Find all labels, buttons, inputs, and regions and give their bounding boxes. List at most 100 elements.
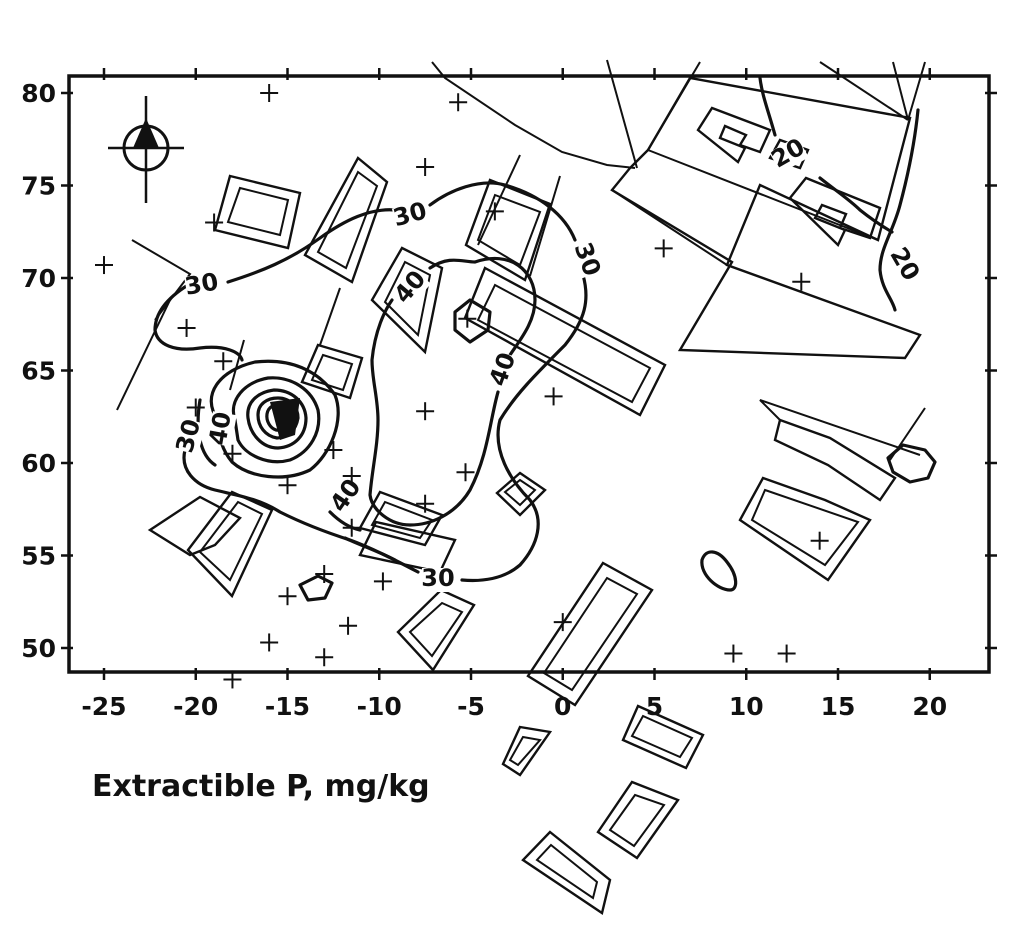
sample-point-marker bbox=[544, 387, 563, 406]
contour-value-label: 30 bbox=[569, 239, 607, 280]
building-inner bbox=[542, 576, 639, 692]
building bbox=[147, 495, 242, 557]
sample-point-marker bbox=[792, 272, 811, 291]
wall-line bbox=[431, 61, 636, 169]
sample-point-marker bbox=[449, 93, 468, 112]
contour-30 bbox=[153, 283, 244, 362]
x-tick-label: 20 bbox=[912, 692, 947, 721]
svg-text:30: 30 bbox=[421, 564, 454, 592]
building-inner bbox=[630, 714, 694, 759]
building-inner bbox=[535, 843, 599, 900]
contour-closed bbox=[298, 574, 334, 602]
fret-motif bbox=[788, 176, 882, 248]
sample-point-marker bbox=[342, 466, 361, 485]
wall-line bbox=[606, 59, 638, 169]
y-tick-label: 65 bbox=[21, 357, 56, 386]
building bbox=[396, 588, 476, 672]
wall-line bbox=[116, 299, 171, 411]
wall-line bbox=[477, 154, 521, 246]
wall-line bbox=[759, 399, 921, 456]
sample-point-marker bbox=[260, 84, 279, 102]
sample-point-marker bbox=[553, 613, 572, 632]
sample-point-marker bbox=[810, 531, 829, 550]
sample-point-marker bbox=[214, 352, 233, 371]
wall-line bbox=[892, 61, 909, 121]
contour-40 bbox=[368, 256, 537, 527]
svg-text:30: 30 bbox=[569, 239, 607, 280]
x-tick-label: -10 bbox=[357, 692, 402, 721]
building-inner bbox=[310, 353, 354, 392]
sample-point-marker bbox=[485, 202, 504, 221]
building-inner bbox=[316, 170, 379, 270]
building bbox=[464, 178, 552, 282]
sample-point-marker bbox=[724, 644, 743, 663]
building bbox=[463, 266, 667, 417]
x-tick-label: -15 bbox=[265, 692, 310, 721]
building bbox=[621, 704, 705, 770]
svg-text:20: 20 bbox=[884, 243, 925, 286]
sample-point-marker bbox=[278, 587, 297, 606]
contour-value-label: 40 bbox=[203, 410, 236, 448]
sample-point-marker bbox=[95, 256, 113, 275]
contour-40 bbox=[328, 510, 397, 562]
contour-value-label: 20 bbox=[767, 133, 810, 174]
building bbox=[773, 418, 897, 502]
building bbox=[738, 476, 872, 582]
building-inner bbox=[476, 193, 542, 267]
peak-center bbox=[270, 398, 300, 440]
y-tick-label: 80 bbox=[21, 79, 56, 108]
svg-text:30: 30 bbox=[183, 267, 221, 300]
building-inner bbox=[508, 735, 542, 767]
compass-rose-icon bbox=[108, 96, 184, 203]
svg-text:30: 30 bbox=[390, 196, 430, 232]
x-tick-label: 10 bbox=[729, 692, 764, 721]
wall-line bbox=[819, 61, 909, 121]
x-tick-label: -20 bbox=[173, 692, 218, 721]
sample-point-marker bbox=[654, 239, 673, 258]
contour-value-label: 30 bbox=[421, 564, 455, 592]
contour-value-label: 30 bbox=[170, 416, 206, 456]
building bbox=[303, 156, 389, 284]
contour-peak bbox=[246, 388, 308, 450]
contour-30 bbox=[182, 181, 588, 583]
building bbox=[213, 174, 302, 250]
building bbox=[596, 780, 680, 860]
sample-point-marker bbox=[416, 402, 435, 421]
contour-value-label: 30 bbox=[390, 196, 430, 232]
sample-point-marker bbox=[416, 158, 435, 176]
sample-point-marker bbox=[186, 398, 205, 417]
sample-point-marker bbox=[458, 309, 477, 328]
contour-closed bbox=[886, 443, 937, 484]
contour-value-label: 30 bbox=[183, 267, 221, 300]
sample-point-marker bbox=[416, 494, 435, 513]
contour-20 bbox=[878, 108, 920, 312]
building bbox=[495, 471, 547, 517]
contour-closed bbox=[453, 298, 492, 344]
sample-point-marker bbox=[205, 213, 224, 232]
contour-lines bbox=[153, 76, 937, 602]
y-tick-label: 60 bbox=[21, 449, 56, 478]
sample-point-marker bbox=[324, 441, 343, 460]
fret-motif bbox=[696, 106, 772, 164]
sample-point-marker bbox=[315, 648, 334, 667]
svg-text:40: 40 bbox=[203, 410, 236, 448]
svg-text:40: 40 bbox=[484, 349, 522, 390]
contour-closed bbox=[700, 550, 738, 592]
main-terrace bbox=[610, 76, 922, 360]
building-inner bbox=[383, 260, 432, 338]
building bbox=[521, 830, 612, 915]
sample-point-marker bbox=[777, 644, 796, 663]
contour-20 bbox=[818, 176, 894, 234]
building bbox=[501, 725, 553, 777]
y-tick-label: 70 bbox=[21, 264, 56, 293]
sample-point-marker bbox=[315, 565, 334, 583]
contour-peak bbox=[231, 376, 321, 464]
contour-value-label: 40 bbox=[484, 349, 522, 390]
x-tick-label: -25 bbox=[81, 692, 126, 721]
sample-point-marker bbox=[456, 463, 475, 482]
sample-point-marker bbox=[339, 616, 358, 635]
sample-point-marker bbox=[223, 444, 242, 463]
